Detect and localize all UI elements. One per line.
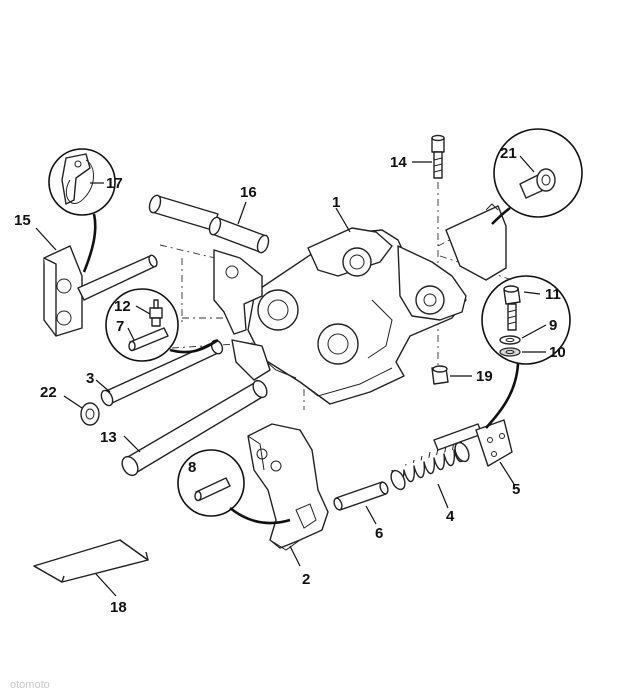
callout-17: 17 <box>106 175 123 192</box>
detail-circle-parts-12-7 <box>105 288 179 362</box>
callout-12: 12 <box>114 298 131 315</box>
callout-19: 19 <box>476 368 493 385</box>
callout-3: 3 <box>86 370 94 387</box>
callout-9: 9 <box>549 317 557 334</box>
callout-labels: 1 2 3 4 5 6 7 8 9 10 11 12 13 14 15 16 1… <box>14 145 566 616</box>
leader-12-7 <box>169 338 219 354</box>
spring-part-4 <box>390 439 470 491</box>
pins-part-16 <box>148 194 270 254</box>
detail-circle-parts-11-9-10 <box>481 275 571 365</box>
bracket-part-5 <box>433 419 513 467</box>
callout-6: 6 <box>375 525 383 542</box>
callout-21: 21 <box>500 145 517 162</box>
pin-part-13 <box>121 379 268 477</box>
side-bracket-plate <box>213 249 271 381</box>
detail-circle-part-21 <box>493 128 583 218</box>
leader-11-9-10 <box>485 363 520 429</box>
callout-8: 8 <box>188 459 196 476</box>
callout-10: 10 <box>549 344 566 361</box>
callout-15: 15 <box>14 212 31 229</box>
detail-circle-part-8 <box>177 449 245 517</box>
sheet-part-18 <box>33 539 149 583</box>
rear-ear-part-1 <box>445 203 507 281</box>
plate-part-15 <box>43 245 158 337</box>
callout-7: 7 <box>116 318 124 335</box>
callout-4: 4 <box>446 508 455 525</box>
pin-part-6 <box>333 481 389 511</box>
leader-8 <box>229 506 291 525</box>
callout-5: 5 <box>512 481 520 498</box>
leader-17 <box>82 213 97 273</box>
callout-2: 2 <box>302 571 310 588</box>
bolt-part-14 <box>431 134 445 179</box>
nut-part-19 <box>431 365 449 385</box>
callout-11: 11 <box>545 286 561 303</box>
leader-21 <box>491 206 511 225</box>
detail-circle-part-17 <box>48 148 116 216</box>
watermark: otomoto <box>10 679 50 691</box>
callout-14: 14 <box>390 154 407 171</box>
callout-1: 1 <box>332 194 340 211</box>
callout-leaders <box>35 155 547 597</box>
callout-22: 22 <box>40 384 57 401</box>
callout-16: 16 <box>240 184 257 201</box>
callout-18: 18 <box>110 599 127 616</box>
washer-part-22 <box>80 402 100 426</box>
main-body-part-1 <box>247 227 467 405</box>
latch-part-2 <box>247 423 329 551</box>
callout-13: 13 <box>100 429 117 446</box>
